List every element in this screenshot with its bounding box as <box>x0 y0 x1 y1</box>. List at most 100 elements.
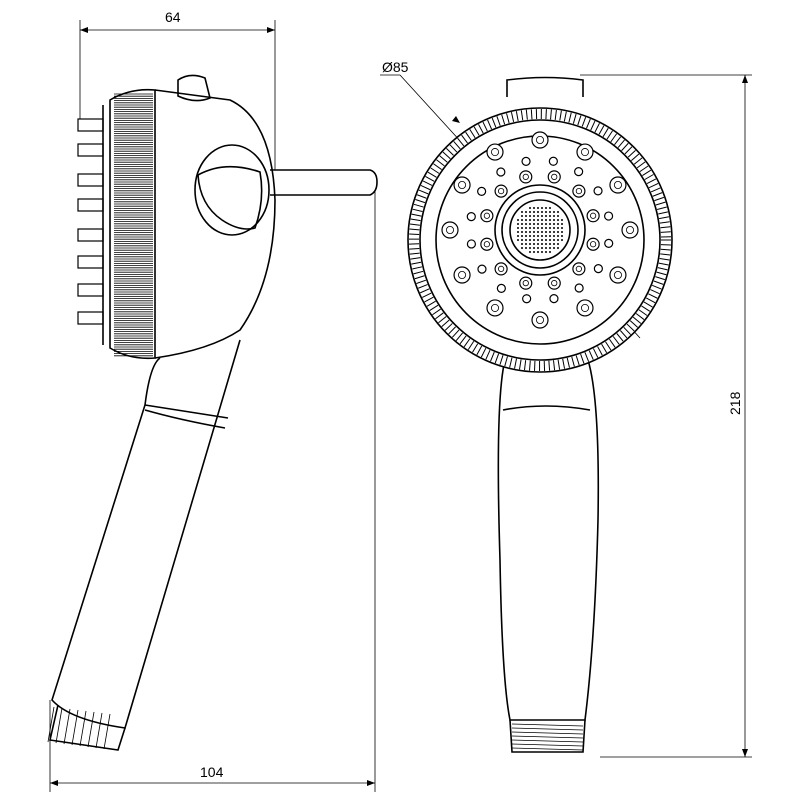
knurl-line <box>418 189 429 195</box>
spray-hole <box>549 235 551 237</box>
dimension-104: 104 <box>200 764 224 780</box>
knurl-line <box>636 161 646 169</box>
spray-hole <box>533 223 535 225</box>
knurl-line <box>413 270 424 275</box>
spray-hole <box>525 215 527 217</box>
knurl-line <box>624 146 633 155</box>
spray-hole <box>561 223 563 225</box>
spray-hole <box>553 215 555 217</box>
knurl-line <box>655 201 666 206</box>
knurl-line <box>410 218 421 222</box>
nozzle <box>604 238 614 248</box>
knurl-line <box>451 329 460 338</box>
knurl-line <box>660 253 671 256</box>
knurl-line <box>487 119 493 130</box>
nozzle <box>77 173 104 187</box>
spray-hole <box>521 215 523 217</box>
nozzle <box>547 276 561 290</box>
spray-hole <box>533 235 535 237</box>
nozzle-tip <box>536 315 545 324</box>
knurl-line <box>638 309 648 316</box>
thread-line <box>71 709 79 746</box>
nozzle <box>77 143 104 157</box>
spray-hole <box>545 219 547 221</box>
nozzle <box>593 186 603 196</box>
spray-hole <box>549 215 551 217</box>
side-thread <box>47 706 111 750</box>
spray-hole <box>545 215 547 217</box>
nozzle <box>521 156 531 167</box>
nozzle-tip <box>483 241 490 248</box>
spray-hole <box>517 231 519 233</box>
spray-hole <box>525 243 527 245</box>
nozzle-tip <box>626 225 635 234</box>
knurl-line <box>552 360 556 371</box>
knurl-line <box>660 226 671 229</box>
nozzle-tip <box>551 280 558 287</box>
knurl-line <box>453 141 461 150</box>
knurl-line <box>523 360 527 371</box>
knurl-line <box>441 319 450 328</box>
knurl-line <box>572 113 577 124</box>
spray-hole <box>557 235 559 237</box>
nozzle <box>576 299 594 317</box>
spray-hole <box>537 211 539 213</box>
spray-hole <box>537 239 539 241</box>
spray-hole <box>525 223 527 225</box>
spray-hole <box>533 215 535 217</box>
knurl-line <box>514 358 517 369</box>
knurl-line <box>616 333 624 342</box>
nozzle <box>486 299 504 317</box>
nozzle <box>522 294 532 304</box>
thread-line <box>511 747 584 751</box>
knurl-line <box>528 360 531 371</box>
knurl-line <box>554 109 557 121</box>
nozzle <box>477 186 487 196</box>
spray-hole <box>533 231 535 233</box>
spray-hole <box>541 251 543 253</box>
nozzle <box>466 239 477 249</box>
spray-hole <box>533 243 535 245</box>
knurl-line <box>656 206 667 210</box>
thread-line <box>511 743 584 747</box>
knurl-line <box>504 356 508 367</box>
knurl-line <box>439 155 448 163</box>
spray-hole <box>557 227 559 229</box>
knurl-line <box>586 118 591 129</box>
nozzle-tip <box>551 173 558 180</box>
knurl-line <box>410 257 421 260</box>
knurl-line <box>412 266 423 270</box>
nozzle <box>494 262 508 276</box>
knurl-line <box>653 280 664 285</box>
knurl-line <box>648 293 658 299</box>
thread-line <box>63 708 71 745</box>
knurl-line <box>448 326 457 335</box>
knurl-line <box>444 323 453 331</box>
knurl-line <box>409 247 420 250</box>
spray-hole <box>517 239 519 241</box>
knurl-line <box>438 316 447 324</box>
dimension-64: 64 <box>165 9 181 25</box>
knurl-line <box>473 126 480 136</box>
knurl-line <box>597 346 603 356</box>
knurl-line <box>429 304 439 312</box>
nozzle <box>77 255 104 269</box>
spray-hole <box>521 227 523 229</box>
thread-line <box>511 731 584 735</box>
spray-hole <box>529 227 531 229</box>
dimension-diameter-85: Ø85 <box>382 59 409 75</box>
knurl-line <box>660 248 671 251</box>
spray-hole <box>529 211 531 213</box>
knurl-line <box>652 192 663 197</box>
spray-hole <box>521 211 523 213</box>
knurl-line <box>411 261 422 265</box>
thread-line <box>103 713 111 750</box>
spray-hole <box>557 223 559 225</box>
spray-hole <box>537 215 539 217</box>
knurl-line <box>490 351 495 362</box>
knurl-line <box>584 352 590 362</box>
knurl-line <box>656 271 667 276</box>
nozzle <box>609 266 627 284</box>
nozzle-tip <box>445 225 454 234</box>
